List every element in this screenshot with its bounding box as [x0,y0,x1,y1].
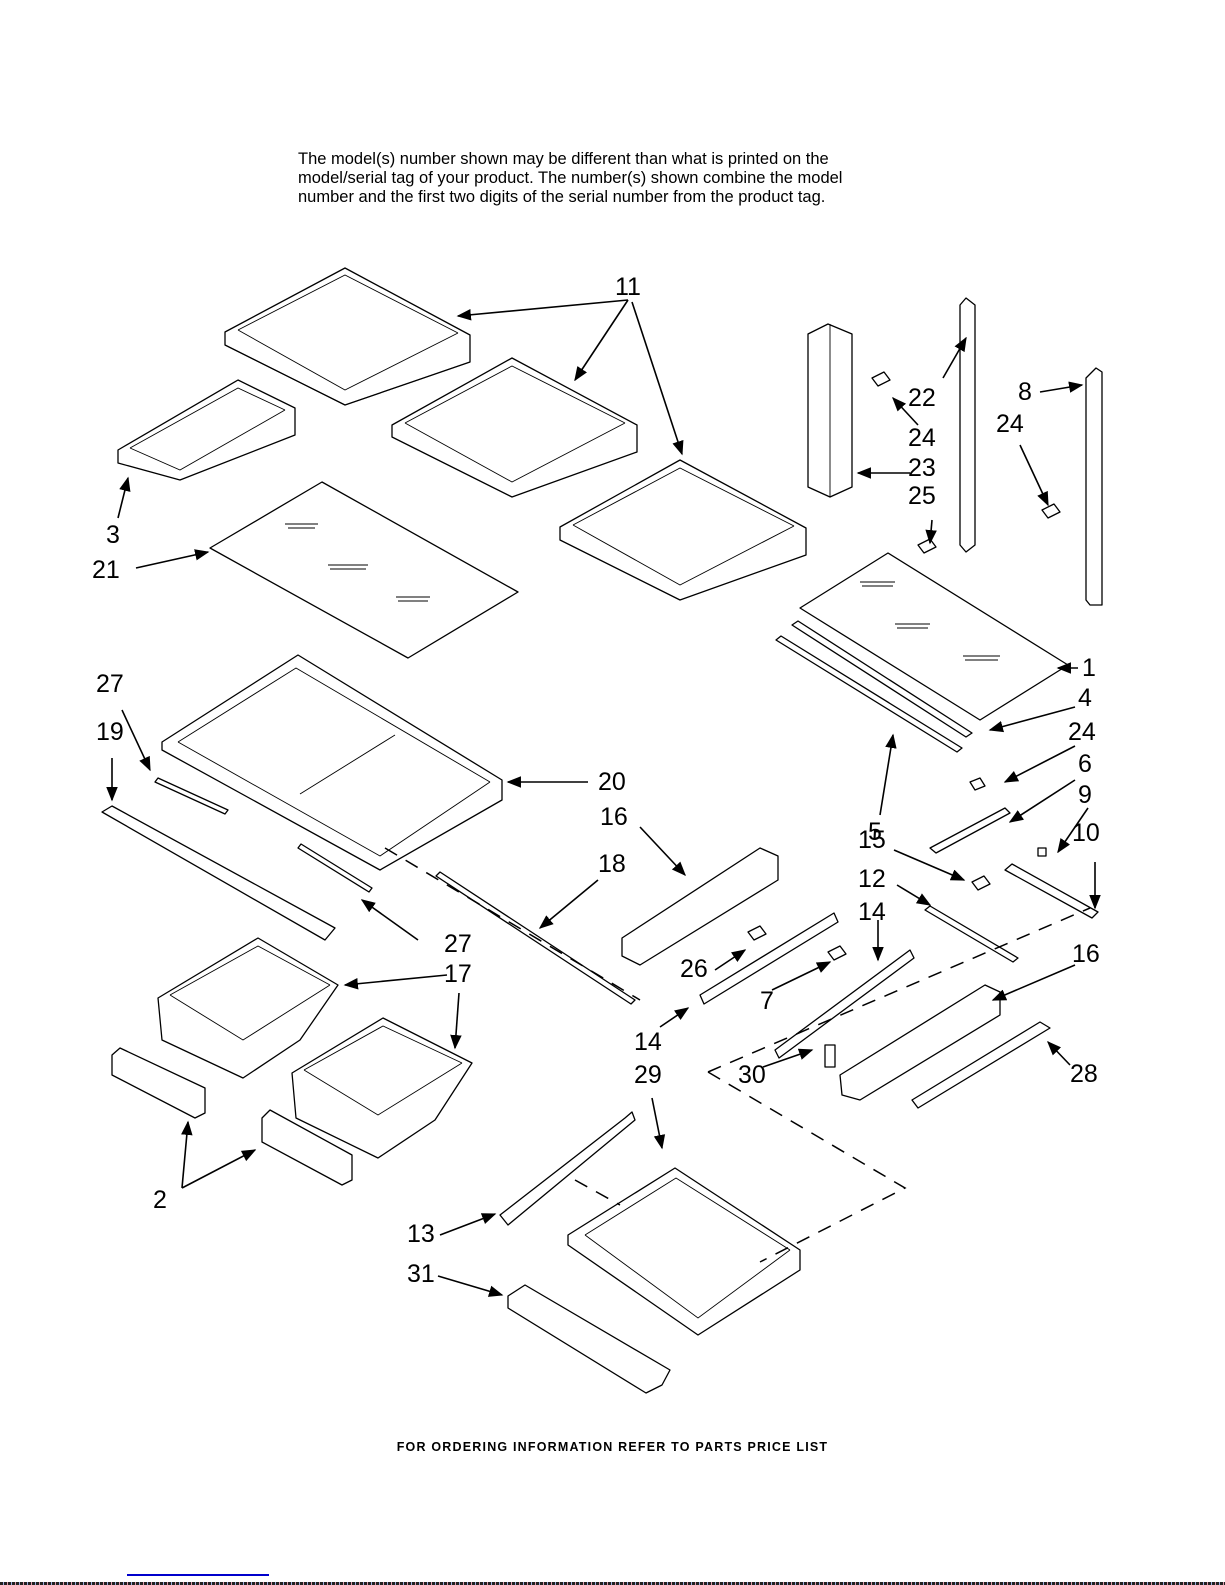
ordering-info-footer: FOR ORDERING INFORMATION REFER TO PARTS … [396,1440,829,1454]
slide-part-14-left [699,912,839,1005]
disclaimer-line: number and the first two digits of the s… [298,188,826,206]
callout-label: 8 [1018,378,1032,406]
assembly-dashed-line [574,1179,621,1206]
shelf-part-11-top [224,267,471,406]
slide-part-27-left [154,777,229,815]
shelf-part-11-bottom [559,459,807,601]
screw-part-25 [917,538,937,554]
callout-label: 14 [634,1028,662,1056]
callout-label: 16 [600,803,628,831]
rail-part-8 [1085,367,1103,606]
callout-label: 18 [598,850,626,878]
glass-shelf-part-21 [209,481,519,659]
crisper-front-part-2-right [261,1109,353,1186]
crisper-front-part-2-left [111,1047,206,1119]
callout-label: 31 [407,1260,435,1288]
callout-label: 10 [1072,819,1100,847]
leader-lines [106,299,1101,1297]
assembly-dashed-line [707,907,1091,1073]
clip-part-30 [824,1044,836,1068]
bottom-border-strip [0,1582,1225,1585]
callout-label: 14 [858,898,886,926]
callout-label: 22 [908,384,936,412]
callout-label: 29 [634,1061,662,1089]
rail-part-10 [1004,863,1099,919]
crisper-cover-part-20 [161,654,503,871]
screw-part-7 [827,945,847,961]
callout-label: 26 [680,955,708,983]
callout-label: 3 [106,521,120,549]
drawer-support-part-16-upper [621,847,779,966]
callout-label: 7 [760,987,774,1015]
callout-label: 27 [444,930,472,958]
callout-label: 16 [1072,940,1100,968]
model-number-disclaimer: The model(s) number shown may be differe… [298,150,938,207]
meat-pan-part-29 [567,1167,801,1336]
glass-shelf-part-1 [799,552,1069,721]
callout-label: 27 [96,670,124,698]
callout-label: 19 [96,718,124,746]
callout-label: 24 [908,424,936,452]
callout-label: 13 [407,1220,435,1248]
rod-part-28 [911,1021,1051,1109]
callout-label: 24 [1068,718,1096,746]
bracket-part-6 [929,807,1011,854]
slide-part-27-right [297,843,373,893]
callout-label: 5 [868,818,882,846]
disclaimer-line: model/serial tag of your product. The nu… [298,169,843,187]
rail-part-22 [959,297,976,553]
callout-label: 4 [1078,684,1092,712]
rod-part-12 [924,905,1019,963]
slide-part-14-right [774,949,915,1059]
rail-part-23 [807,323,853,498]
screw-part-24-lower [969,777,986,791]
link-underline[interactable] [127,1574,269,1576]
crisper-drawer-part-17-right [291,1017,473,1159]
callout-label: 11 [615,273,641,301]
callout-label: 21 [92,556,120,584]
callout-label: 28 [1070,1060,1098,1088]
callout-label: 6 [1078,750,1092,778]
drawer-support-part-16-lower [839,984,1001,1101]
trim-part-5 [775,635,963,753]
screw-part-15 [971,875,991,891]
callout-label: 30 [738,1061,766,1089]
trim-part-4 [791,620,973,738]
callout-label: 12 [858,865,886,893]
callout-label: 25 [908,482,936,510]
disclaimer-line: The model(s) number shown may be differe… [298,150,829,168]
divider-part-13 [499,1111,636,1226]
clip-part-9 [1037,847,1047,857]
callout-label: 23 [908,454,936,482]
shelf-part-11-middle [391,357,638,498]
callout-label: 24 [996,410,1024,438]
screw-part-26 [747,925,767,941]
assembly-dashed-line [707,1071,907,1263]
callout-label: 15 [858,826,886,854]
trim-part-19 [101,805,336,941]
crisper-drawer-part-17-left [157,937,339,1079]
screw-part-24 [871,371,891,387]
callout-label: 17 [444,960,472,988]
pan-front-part-31 [507,1284,671,1394]
callout-label: 20 [598,768,626,796]
callout-label: 1 [1082,654,1096,682]
assembly-dashed-line [384,847,641,1001]
callout-label: 2 [153,1186,167,1214]
callout-label: 9 [1078,781,1092,809]
shelf-part-3 [117,379,296,481]
screw-part-24-right [1041,503,1061,519]
